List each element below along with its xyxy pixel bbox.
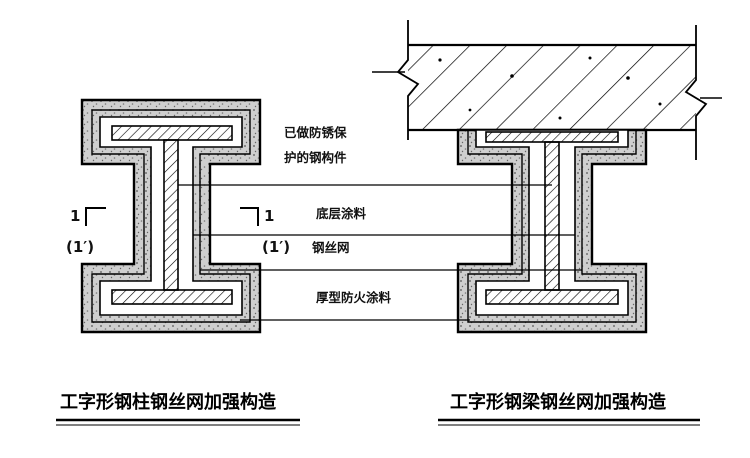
slab-break-line-right	[684, 25, 708, 160]
concrete-slab	[372, 20, 722, 160]
label-primer: 底层涂料	[316, 206, 367, 221]
beam-web	[544, 141, 560, 291]
label-protected-member-line1: 已做防锈保	[284, 125, 347, 140]
section-mark-left-alt: (1′)	[66, 238, 94, 256]
column-top-flange	[111, 125, 233, 141]
caption-column: 工字形钢柱钢丝网加强构造	[56, 391, 300, 426]
section-mark-left: 1 (1′)	[66, 207, 106, 256]
label-fireproof-coating: 厚型防火涂料	[316, 290, 392, 305]
beam-top-flange	[485, 131, 619, 143]
leader-lines	[178, 184, 582, 321]
column-wire-mesh	[91, 109, 251, 323]
beam-section	[372, 20, 722, 334]
caption-beam: 工字形钢梁钢丝网加强构造	[438, 391, 700, 426]
section-mark-right-number: 1	[264, 207, 274, 225]
section-mark-right: 1 (1′)	[240, 207, 290, 256]
column-bottom-flange	[111, 289, 233, 305]
beam-bottom-flange	[485, 289, 619, 305]
label-protected-member-line2: 护的钢构件	[284, 150, 347, 165]
slab-break-line-left	[396, 20, 420, 140]
section-mark-right-alt: (1′)	[262, 238, 290, 256]
column-section	[80, 98, 262, 334]
caption-beam-text: 工字形钢梁钢丝网加强构造	[450, 391, 666, 413]
label-wire-mesh: 钢丝网	[312, 240, 350, 255]
section-mark-left-number: 1	[70, 207, 80, 225]
caption-column-text: 工字形钢柱钢丝网加强构造	[60, 391, 276, 413]
beam-wire-mesh	[467, 130, 637, 323]
column-web	[163, 139, 179, 291]
